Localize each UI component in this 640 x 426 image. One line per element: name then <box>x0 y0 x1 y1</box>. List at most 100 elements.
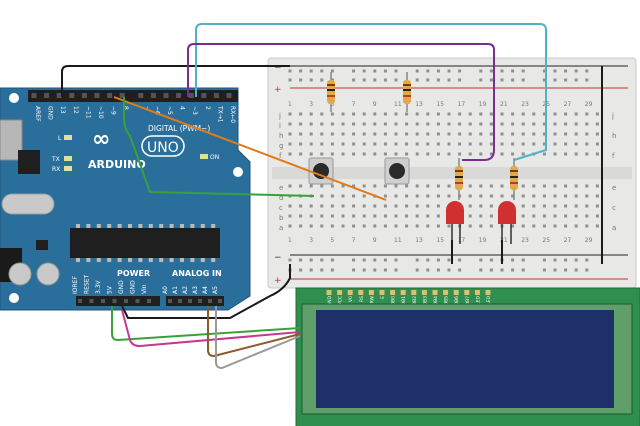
lcd-pin-pad[interactable] <box>337 290 343 295</box>
digital-pin-hole[interactable] <box>56 93 62 98</box>
wire-green[interactable] <box>123 97 315 197</box>
power-pin-hole[interactable] <box>124 299 128 303</box>
terminal-hole <box>553 142 557 146</box>
terminal-hole <box>574 214 578 218</box>
lcd-pin-pad[interactable] <box>453 290 459 295</box>
wire-gnd-black[interactable] <box>61 65 290 97</box>
terminal-hole <box>532 204 536 208</box>
lcd-pin-pad[interactable] <box>411 290 417 295</box>
terminal-hole <box>447 152 451 156</box>
terminal-hole <box>415 194 419 198</box>
power-pin-hole[interactable] <box>89 299 94 303</box>
lcd-pin-pad[interactable] <box>400 290 406 295</box>
digital-pin-hole[interactable] <box>163 93 169 98</box>
terminal-hole <box>479 214 483 218</box>
wire-purple[interactable] <box>187 43 495 161</box>
terminal-hole <box>352 214 356 218</box>
terminal-hole <box>585 184 589 188</box>
terminal-hole <box>436 224 440 228</box>
lcd-pin-pad[interactable] <box>464 290 470 295</box>
digital-pin-hole[interactable] <box>31 93 37 98</box>
lcd-pin-pad[interactable] <box>358 290 364 295</box>
digital-pin-hole[interactable] <box>119 93 125 98</box>
wire-brown[interactable] <box>207 306 301 358</box>
terminal-hole <box>521 152 525 156</box>
terminal-hole <box>352 184 356 188</box>
chip-pin <box>148 224 153 228</box>
terminal-hole <box>288 224 292 228</box>
digital-pin-hole[interactable] <box>150 93 156 98</box>
wire-gray[interactable] <box>215 306 301 370</box>
power-pin-hole[interactable] <box>101 299 105 303</box>
terminal-hole <box>394 122 398 126</box>
lcd-pin-pad[interactable] <box>390 290 396 295</box>
rail-minus-label-top: − <box>274 63 282 73</box>
digital-pin-hole[interactable] <box>94 93 100 98</box>
terminal-hole <box>500 112 504 116</box>
digital-pin-hole[interactable] <box>188 93 194 98</box>
terminal-hole <box>585 112 589 116</box>
digital-pin-hole[interactable] <box>107 93 113 98</box>
lcd-pin-pad[interactable] <box>432 290 438 295</box>
column-number-bottom: 25 <box>542 237 550 244</box>
terminal-hole <box>299 224 303 228</box>
power-pin-hole[interactable] <box>135 299 140 303</box>
digital-pin-hole[interactable] <box>81 93 87 98</box>
wire-cyan[interactable] <box>195 23 547 161</box>
digital-pin-hole[interactable] <box>69 93 75 98</box>
power-header-label: POWER <box>117 269 150 278</box>
chip-pin <box>107 258 112 262</box>
power-pin-hole[interactable] <box>112 299 117 303</box>
power-pin-hole[interactable] <box>147 299 151 303</box>
rail-hole <box>511 69 515 73</box>
lcd-pin-pad[interactable] <box>443 290 449 295</box>
digital-pin-hole[interactable] <box>44 93 50 98</box>
lcd-pin-pad[interactable] <box>421 290 427 295</box>
wire-black-lower[interactable] <box>121 264 291 319</box>
push-button-1[interactable] <box>308 157 334 185</box>
column-number-bottom: 5 <box>330 237 334 244</box>
analog-pin-hole[interactable] <box>178 299 182 303</box>
terminal-hole <box>405 214 409 218</box>
analog-pin-hole[interactable] <box>218 299 222 303</box>
analog-pin-hole[interactable] <box>168 299 172 303</box>
terminal-hole <box>585 122 589 126</box>
terminal-hole <box>320 142 324 146</box>
terminal-hole <box>532 142 536 146</box>
digital-header <box>28 90 238 102</box>
push-button-2[interactable] <box>384 157 410 185</box>
digital-pin-hole[interactable] <box>176 93 182 98</box>
wire-green-lower[interactable] <box>111 306 301 342</box>
analog-pin-label: A4 <box>202 286 209 294</box>
digital-pin-hole[interactable] <box>213 93 219 98</box>
terminal-hole <box>574 204 578 208</box>
lcd-pin-pad[interactable] <box>326 290 332 295</box>
wire-magenta[interactable] <box>121 309 301 348</box>
column-number-bottom: 13 <box>415 237 423 244</box>
digital-pin-hole[interactable] <box>201 93 207 98</box>
terminal-hole <box>436 214 440 218</box>
column-number-bottom: 27 <box>564 237 572 244</box>
terminal-hole <box>553 132 557 136</box>
digital-pin-hole[interactable] <box>138 93 144 98</box>
analog-pin-hole[interactable] <box>208 299 212 303</box>
wire-orange[interactable] <box>113 96 387 201</box>
terminal-hole <box>436 184 440 188</box>
capacitor-1 <box>8 262 32 286</box>
analog-pin-hole[interactable] <box>198 299 202 303</box>
lcd-pin-pad[interactable] <box>485 290 491 295</box>
lcd-pin-pad[interactable] <box>347 290 353 295</box>
lcd-pin-pad[interactable] <box>379 290 385 295</box>
rail-hole <box>320 69 324 73</box>
terminal-hole <box>362 204 366 208</box>
rail-hole <box>500 69 504 73</box>
analog-pin-hole[interactable] <box>188 299 192 303</box>
power-pin-hole[interactable] <box>78 299 82 303</box>
digital-pin-hole[interactable] <box>226 93 232 98</box>
terminal-hole <box>309 224 313 228</box>
lcd-pin-pad[interactable] <box>368 290 374 295</box>
terminal-hole <box>383 112 387 116</box>
rail-hole <box>479 258 483 262</box>
lcd-pin-pad[interactable] <box>474 290 480 295</box>
